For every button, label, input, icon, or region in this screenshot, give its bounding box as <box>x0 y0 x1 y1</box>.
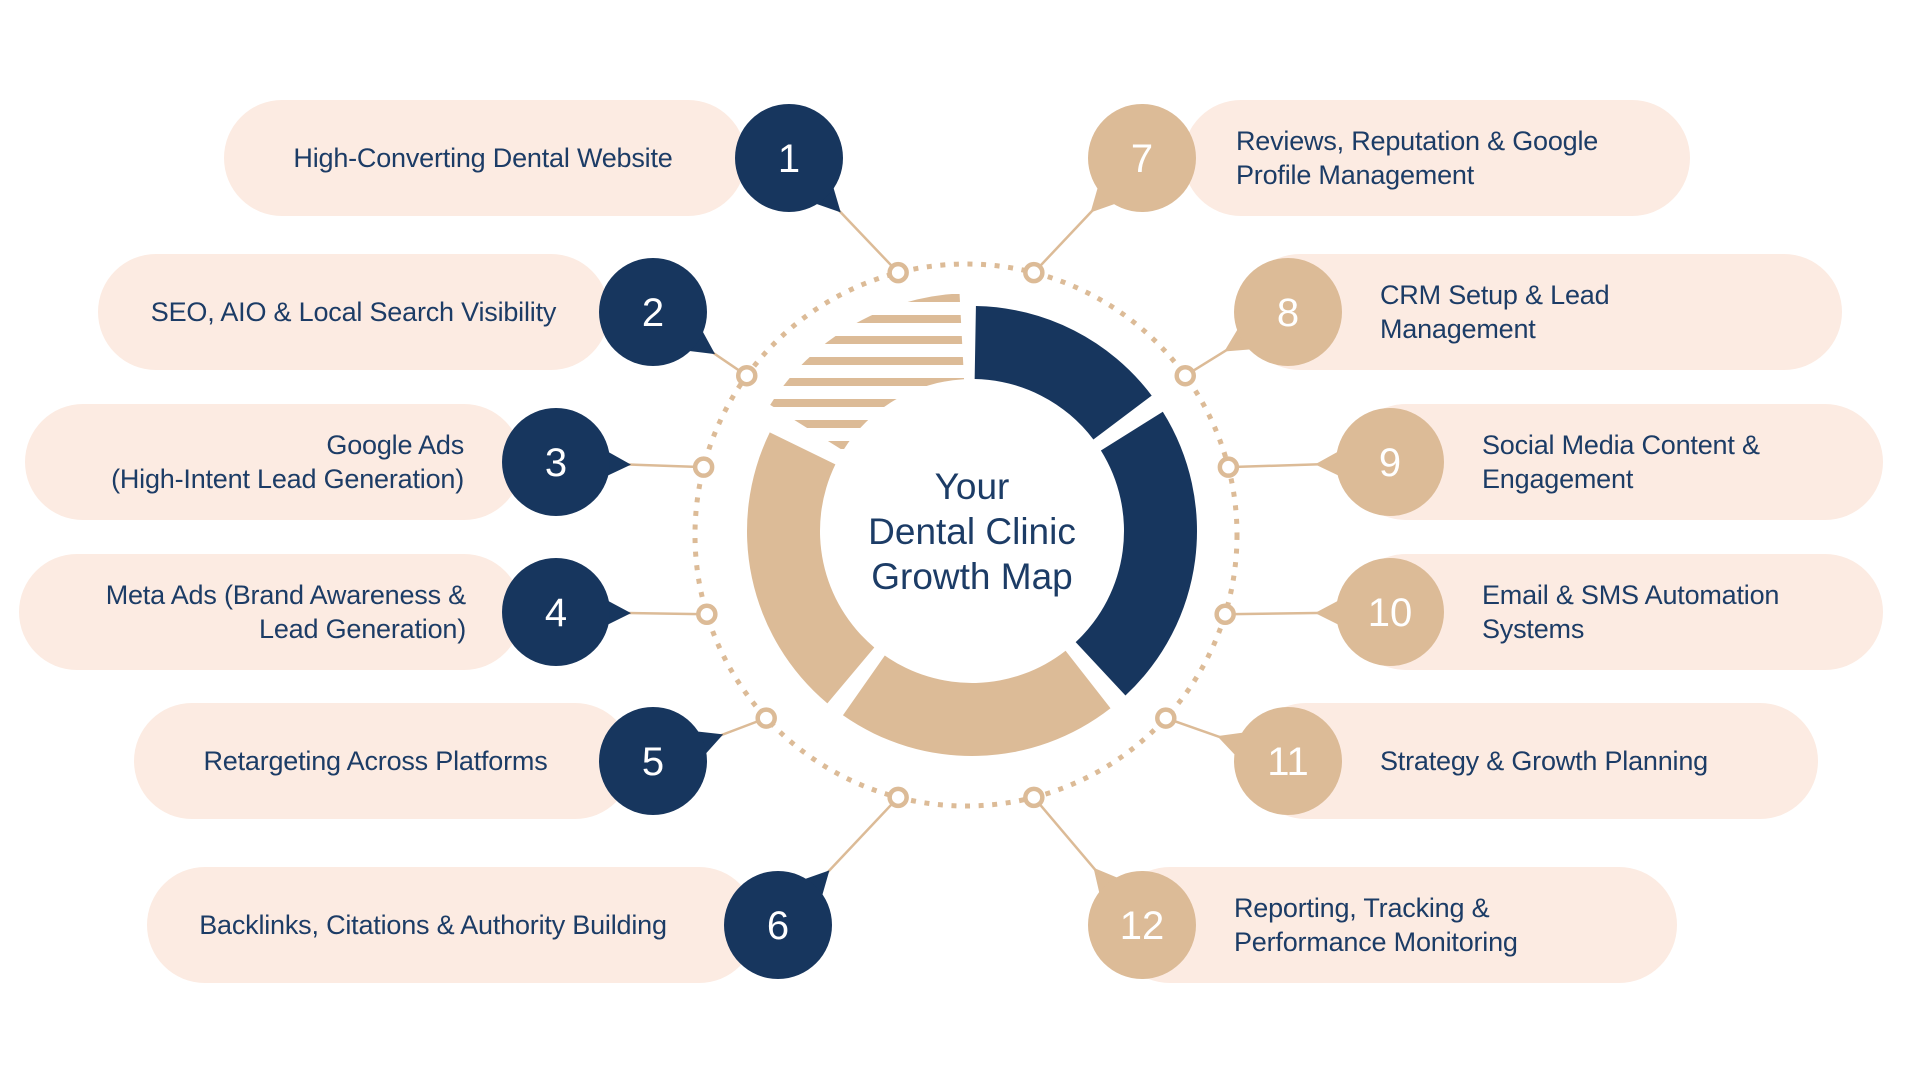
item-11-number-badge <box>1234 707 1342 815</box>
item-9-number-badge <box>1336 408 1444 516</box>
item-11-label: Strategy & Growth Planning <box>1380 746 1708 776</box>
center-title-line-3: Growth Map <box>871 555 1073 597</box>
ring-segment-navy <box>1075 411 1197 696</box>
item-7-number: 7 <box>1131 137 1153 181</box>
ring-segment-tan <box>842 650 1111 756</box>
item-12-number: 12 <box>1120 904 1165 948</box>
item-1-number-badge <box>735 104 843 212</box>
ring-node-1 <box>887 261 909 284</box>
item-2-number-badge <box>599 258 707 366</box>
item-11-number: 11 <box>1267 740 1309 784</box>
item-2-number: 2 <box>642 291 664 335</box>
item-5-label: Retargeting Across Platforms <box>203 746 548 776</box>
item-3-number-badge <box>502 408 610 516</box>
item-5-pill: Retargeting Across Platforms <box>134 703 633 819</box>
item-6-label: Backlinks, Citations & Authority Buildin… <box>199 910 667 940</box>
item-2-label: SEO, AIO & Local Search Visibility <box>150 297 557 327</box>
item-6-pill: Backlinks, Citations & Authority Buildin… <box>147 867 757 983</box>
ring-node-7 <box>1023 261 1045 284</box>
ring-node-3 <box>692 456 715 478</box>
center-title-line-2: Dental Clinic <box>868 510 1076 552</box>
item-6-number: 6 <box>767 904 789 948</box>
item-6-number-badge <box>724 871 832 979</box>
item-7-label: Reviews, Reputation & Google Profile Man… <box>1236 126 1599 190</box>
item-3-number: 3 <box>545 441 567 485</box>
item-1-number: 1 <box>778 137 800 181</box>
ring-segment-navy <box>974 306 1152 440</box>
ring-node-6 <box>887 786 909 809</box>
item-8-number-badge <box>1234 258 1342 366</box>
item-3-label: Google Ads (High-Intent Lead Generation) <box>111 430 464 494</box>
item-8-number: 8 <box>1277 291 1299 335</box>
ring-segment-hatch <box>770 293 965 451</box>
item-3-pill: Google Ads (High-Intent Lead Generation) <box>25 404 522 520</box>
item-12-number-badge <box>1088 871 1196 979</box>
ring-node-2 <box>736 364 758 387</box>
ring-node-4 <box>696 603 718 625</box>
item-7-number-badge <box>1088 104 1196 212</box>
item-4-number-badge <box>502 558 610 666</box>
item-4-number: 4 <box>545 591 567 635</box>
ring-node-10 <box>1214 603 1236 625</box>
item-4-label: Meta Ads (Brand Awareness & Lead Generat… <box>105 580 467 644</box>
ring-segment-tan <box>747 432 875 704</box>
item-5-number-badge <box>599 707 707 815</box>
item-8-label: CRM Setup & Lead Management <box>1380 280 1610 344</box>
ring-node-9 <box>1217 456 1240 478</box>
ring-node-8 <box>1174 364 1196 387</box>
ring-node-11 <box>1155 707 1177 729</box>
item-7-pill: Reviews, Reputation & Google Profile Man… <box>1183 100 1690 216</box>
item-11-pill: Strategy & Growth Planning <box>1248 703 1818 819</box>
item-1-label: High-Converting Dental Website <box>293 143 673 173</box>
item-1-pill: High-Converting Dental Website <box>224 100 746 216</box>
center-title-line-1: Your <box>934 465 1010 507</box>
item-12-pill: Reporting, Tracking & Performance Monito… <box>1112 867 1677 983</box>
item-12-label: Reporting, Tracking & Performance Monito… <box>1234 893 1518 957</box>
dotted-ring <box>692 261 1240 809</box>
item-2-pill: SEO, AIO & Local Search Visibility <box>98 254 609 370</box>
center-title: Your Dental Clinic Growth Map <box>820 379 1124 683</box>
ring-node-5 <box>755 707 777 729</box>
item-10-number-badge <box>1336 558 1444 666</box>
item-10-label: Email & SMS Automation Systems <box>1482 580 1780 644</box>
ring-node-12 <box>1023 786 1045 809</box>
item-5-number: 5 <box>642 740 664 784</box>
item-4-pill: Meta Ads (Brand Awareness & Lead Generat… <box>19 554 522 670</box>
item-9-number: 9 <box>1379 441 1401 485</box>
item-10-number: 10 <box>1368 591 1413 635</box>
item-9-label: Social Media Content & Engagement <box>1482 430 1760 494</box>
